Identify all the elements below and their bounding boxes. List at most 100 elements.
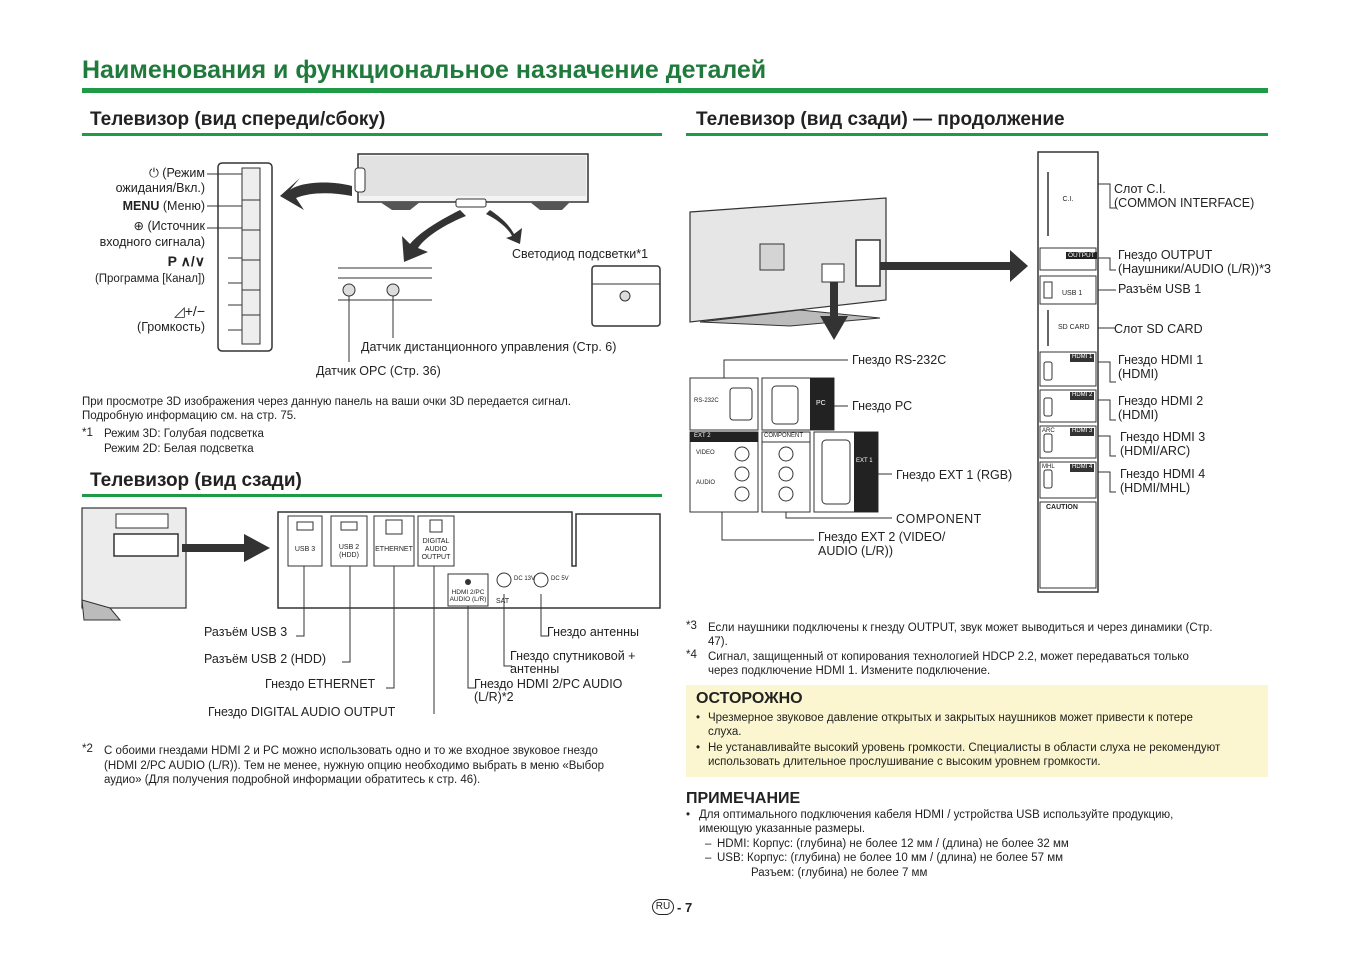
panel-ext2-label: EXT 2: [694, 433, 711, 439]
menu-label-bold: MENU: [122, 199, 160, 213]
panel-hdmi4-label: HDMI 4: [1072, 464, 1093, 470]
panel-hdmi2-label: HDMI 2: [1072, 392, 1093, 398]
note-line1: Для оптимального подключения кабеля HDMI…: [699, 809, 1174, 821]
ethernet-label: Гнездо ETHERNET: [265, 677, 376, 691]
component-label: COMPONENT: [896, 512, 982, 526]
title-rule: [82, 88, 1268, 93]
hdmi2pc-label-2: (L/R)*2: [474, 690, 514, 704]
antenna-label: Гнездо антенны: [547, 625, 640, 639]
rear-section-rule: [82, 494, 662, 497]
page-title: Наименования и функциональное назначение…: [82, 56, 767, 84]
prog-label-2: (Программа [Канал]): [94, 273, 205, 285]
footnote-2-line3: аудио» (Для получения подробной информац…: [104, 774, 481, 786]
panel-usb3-label: USB 3: [294, 546, 316, 553]
panel-component-label: COMPONENT: [764, 433, 803, 439]
language-badge: RU: [652, 899, 674, 915]
panel-ethernet-label: ETHERNET: [375, 546, 413, 553]
led-label: Светодиод подсветки*1: [512, 247, 649, 261]
footnote-2-mark: *2: [82, 743, 93, 755]
footnote-3-line2: 47).: [708, 636, 728, 648]
panel-sat-label: SAT: [496, 598, 510, 605]
note-bullet: •: [686, 809, 691, 821]
panel-digital-label-3: OUTPUT: [421, 554, 451, 561]
menu-label-rest: (Меню): [162, 199, 205, 213]
note-line2: имеющую указанные размеры.: [699, 823, 866, 835]
footnote-3-mark: *3: [686, 620, 697, 632]
sat-label-2: антенны: [510, 662, 560, 676]
panel-dc2-label: DC 5V: [551, 576, 569, 582]
panel-audio-label: AUDIO: [696, 480, 716, 486]
footnote-1-mark: *1: [82, 427, 93, 439]
power-label-1: ⏻ (Режим: [148, 166, 205, 180]
ci-label-2: (COMMON INTERFACE): [1114, 196, 1255, 210]
hdmi4-label-2: (HDMI/MHL): [1120, 481, 1191, 495]
ci-label-1: Слот C.I.: [1114, 182, 1166, 196]
panel-dc1-label: DC 13V: [514, 576, 536, 582]
usb3-label: Разъём USB 3: [204, 625, 288, 639]
panel-usb1-label: USB 1: [1062, 290, 1083, 297]
input-label-1: ⊕ (Источник: [133, 219, 205, 233]
footnote-4-line1: Сигнал, защищенный от копирования технол…: [708, 651, 1189, 663]
panel-hdmipc-label-2: AUDIO (L/R): [449, 596, 487, 603]
footnote-4-mark: *4: [686, 649, 697, 661]
hdmi2-label-1: Гнездо HDMI 2: [1118, 394, 1204, 408]
front-section-title: Телевизор (вид спереди/сбоку): [90, 109, 386, 130]
caution-bullet-2-line1: Не устанавливайте высокий уровень громко…: [708, 742, 1221, 754]
panel-arc-label: ARC: [1042, 428, 1055, 434]
panel-digital-label-1: DIGITAL: [422, 538, 450, 545]
footnote-1-line1: Режим 3D: Голубая подсветка: [104, 428, 264, 440]
volume-label-1: ◿+/−: [173, 303, 205, 319]
panel-rs-label: RS-232C: [694, 398, 719, 404]
panel-sd-label: SD CARD: [1058, 324, 1090, 331]
remote-sensor-label: Датчик дистанционного управления (Стр. 6…: [361, 340, 617, 354]
rs232-label: Гнездо RS-232C: [852, 353, 947, 367]
caution-bullet-1-line1: Чрезмерное звуковое давление открытых и …: [708, 712, 1193, 724]
caution-bullet-2-line2: использовать длительное прослушивание с …: [708, 756, 1101, 768]
usb2-label: Разъём USB 2 (HDD): [204, 652, 327, 666]
prog-label-1: P ∧/∨: [167, 253, 205, 269]
ext2-label-2: AUDIO (L/R)): [818, 544, 893, 558]
volume-label-2: (Громкость): [137, 320, 205, 334]
caution-bullet-2: •: [696, 742, 701, 754]
power-label-2: ожидания/Вкл.): [115, 181, 205, 195]
note-line5: Разъем: (глубина) не более 7 мм: [751, 867, 928, 879]
note-dash-2: –: [705, 852, 712, 864]
rear-cont-section-title: Телевизор (вид сзади) — продолжение: [696, 109, 1065, 130]
footnote-2-line2: (HDMI 2/PC AUDIO (L/R)). Тем не менее, н…: [104, 760, 605, 772]
panel-hdmi1-label: HDMI 1: [1072, 354, 1093, 360]
caution-bullet-1-line2: слуха.: [708, 726, 742, 738]
footnote-4-line2: через подключение HDMI 1. Измените подкл…: [708, 665, 991, 677]
rear-cont-section-rule: [686, 133, 1268, 136]
footnote-2-line1: С обоими гнездами HDMI 2 и PC можно испо…: [104, 745, 598, 757]
usb1-label: Разъём USB 1: [1118, 282, 1202, 296]
menu-label: MENU (Меню): [80, 199, 205, 213]
hdmi1-label-1: Гнездо HDMI 1: [1118, 353, 1204, 367]
caution-bullet-1: •: [696, 712, 701, 724]
hdmi3-label-1: Гнездо HDMI 3: [1120, 430, 1206, 444]
input-label-2: входного сигнала): [99, 235, 205, 249]
opc-sensor-label: Датчик OPC (Стр. 36): [316, 364, 441, 378]
panel-hdmipc-label-1: HDMI 2/PC: [451, 589, 485, 596]
panel-digital-label-2: AUDIO: [424, 546, 448, 553]
panel-ci-label: C.I.: [1062, 196, 1074, 203]
ext2-label-1: Гнездо EXT 2 (VIDEO/: [818, 530, 946, 544]
sd-label: Слот SD CARD: [1114, 322, 1203, 336]
output-label-2: (Наушники/AUDIO (L/R))*3: [1118, 262, 1271, 276]
caution-title: ОСТОРОЖНО: [696, 690, 803, 707]
digital-audio-label: Гнездо DIGITAL AUDIO OUTPUT: [208, 705, 396, 719]
note-title: ПРИМЕЧАНИЕ: [686, 790, 801, 807]
footnote-1-line2: Режим 2D: Белая подсветка: [104, 443, 254, 455]
rear-section-title: Телевизор (вид сзади): [90, 470, 302, 491]
panel-hdmi3-label: HDMI 3: [1072, 428, 1093, 434]
panel-video-label: VIDEO: [696, 450, 715, 456]
output-label-1: Гнездо OUTPUT: [1118, 248, 1213, 262]
pc-label: Гнездо PC: [852, 399, 913, 413]
note-dash-1: –: [705, 838, 712, 850]
panel-usb2-label-1: USB 2: [338, 544, 360, 551]
footnote-3-line1: Если наушники подключены к гнезду OUTPUT…: [708, 622, 1213, 634]
ext1-label: Гнездо EXT 1 (RGB): [896, 468, 1013, 482]
panel-output-label: OUTPUT: [1066, 252, 1097, 259]
note-line4: USB: Корпус: (глубина) не более 10 мм / …: [717, 852, 1064, 864]
